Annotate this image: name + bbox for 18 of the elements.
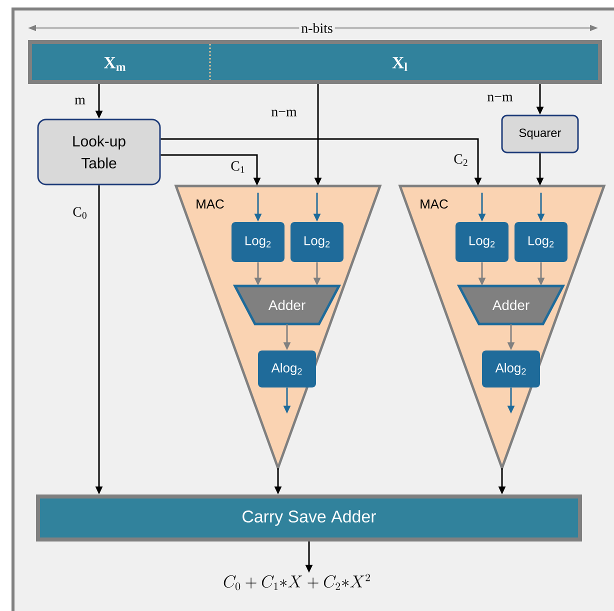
log-box: Log$_{2}$ (232, 222, 284, 262)
adder-bar: Carry Save Adder (36, 494, 582, 542)
edge-label: C$_{1}$ (230, 160, 246, 174)
edge-label: C$_{0}$ (72, 206, 88, 220)
log-box: Log$_{2}$ (290, 222, 344, 262)
edge-label: n−m (486, 94, 514, 102)
output-formula: $C_0 + C_1{*}X + C_2{*}X^2$ (224, 574, 370, 590)
log-box: Alog$_{2}$ (258, 350, 316, 388)
edge-label: m (74, 96, 86, 106)
dimension-label: n-bits (299, 21, 335, 35)
edge-label: n−m (270, 108, 298, 118)
register-bar: X$_{m}$ X$_{l}$ (28, 40, 602, 84)
process-box: Squarer (501, 114, 579, 154)
log-box: Log$_{2}$ (456, 222, 508, 262)
log-box: Log$_{2}$ (514, 222, 568, 262)
log-box: Alog$_{2}$ (482, 350, 540, 388)
lookup-table-box: Look-up Table (37, 118, 161, 186)
edge-label: C$_{2}$ (452, 153, 470, 167)
